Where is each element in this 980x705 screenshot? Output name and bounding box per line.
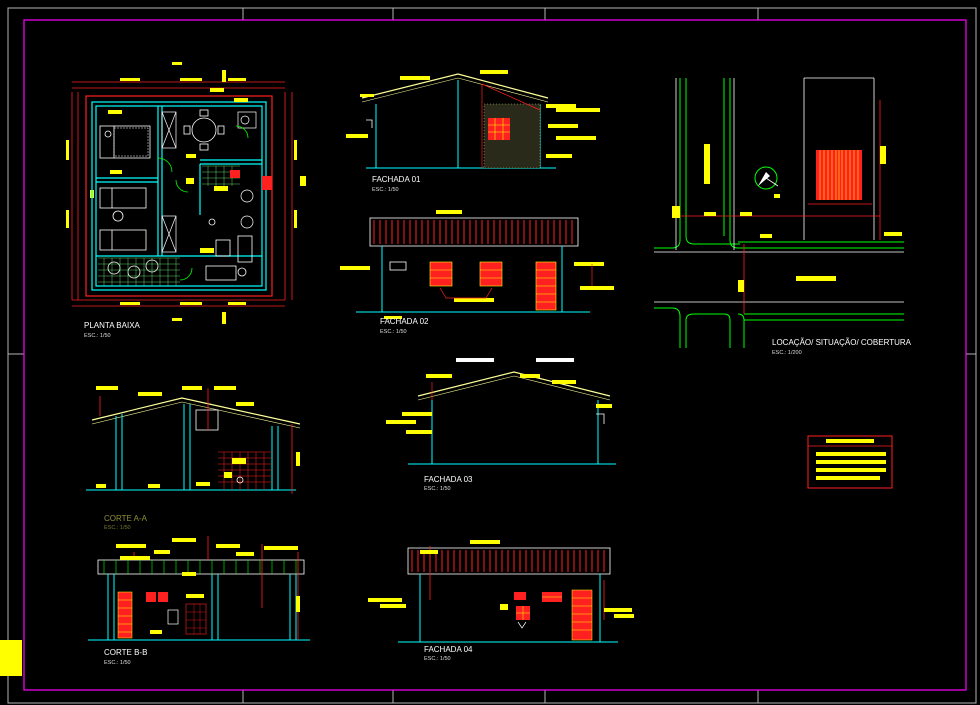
facade-01 [346,70,600,169]
facade-04-title: FACHADA 04 [424,645,473,654]
facade-02-title: FACHADA 02 [380,317,429,326]
facade-03-scale: ESC.: 1/50 [424,486,451,492]
section-aa [86,386,301,494]
site-plan-scale: ESC.: 1/200 [772,350,802,356]
corner-marker [0,640,22,676]
facade-04 [368,540,634,643]
table-icon [183,109,225,151]
north-arrow-icon [754,166,779,190]
section-bb [88,536,310,641]
floor-plan [66,62,306,324]
facade-02-scale: ESC.: 1/50 [380,329,407,335]
facade-01-title: FACHADA 01 [372,175,421,184]
facade-04-scale: ESC.: 1/50 [424,656,451,662]
section-aa-title: CORTE A-A [104,514,148,523]
drawing-frame [23,19,967,691]
sheet-border [7,7,977,704]
facade-03-title: FACHADA 03 [424,475,473,484]
section-bb-title: CORTE B-B [104,648,147,657]
floor-plan-title: PLANTA BAIXA [84,321,141,330]
facade-03 [386,358,616,465]
section-aa-scale: ESC.: 1/50 [104,525,131,531]
toilet-icon [167,609,179,625]
sofa-icon [205,218,253,281]
floor-plan-scale: ESC.: 1/50 [84,333,111,339]
facade-01-scale: ESC.: 1/50 [372,187,399,193]
site-plan-title: LOCAÇÃO/ SITUAÇÃO/ COBERTURA [772,338,912,347]
section-bb-scale: ESC.: 1/50 [104,660,131,666]
title-block [807,435,893,489]
bed-icon [99,125,151,251]
site-plan [654,77,904,348]
facade-02 [340,210,614,319]
